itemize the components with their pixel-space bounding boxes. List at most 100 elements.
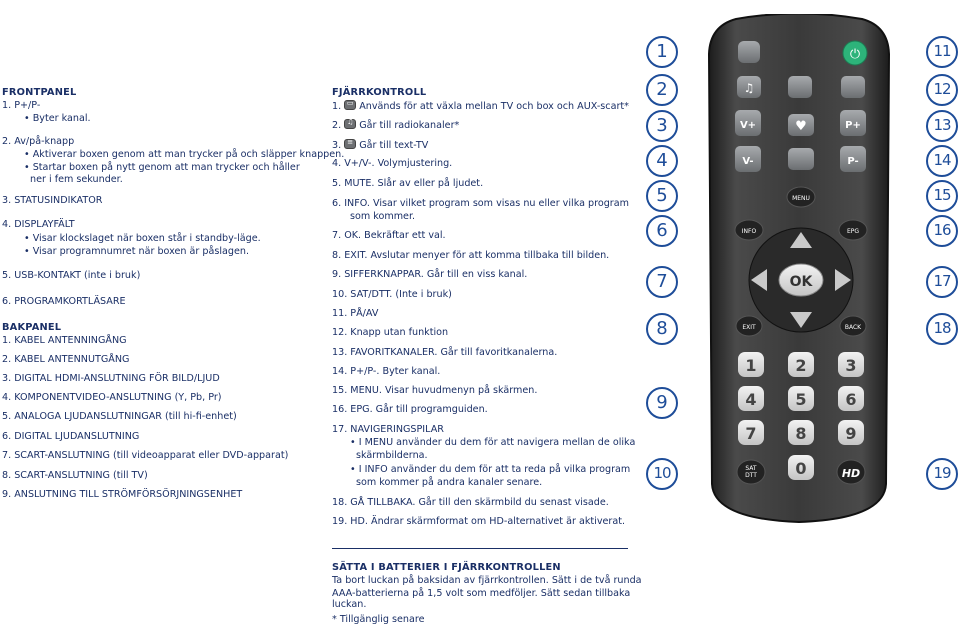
info-button <box>734 219 764 241</box>
svg-text:BACK: BACK <box>845 324 862 331</box>
ok-button <box>778 263 824 297</box>
back-item: 4. KOMPONENTVIDEO-ANSLUTNING (Y, Pb, Pr) <box>2 392 222 403</box>
svg-text:INFO: INFO <box>742 228 757 235</box>
no-function-button <box>841 76 865 98</box>
svg-text:6: 6 <box>845 390 856 409</box>
front-item-3: 3. STATUSINDIKATOR <box>2 195 103 206</box>
svg-text:EPG: EPG <box>847 228 859 235</box>
svg-text:V+: V+ <box>740 120 756 131</box>
front-item-2: 2. Av/på-knapp <box>2 136 75 147</box>
remote-item-1: 1. ▭Används för att växla mellan TV och … <box>332 99 629 112</box>
teletext-button <box>788 76 812 98</box>
callout-14: 14 <box>926 145 958 177</box>
callout-8: 8 <box>646 313 678 345</box>
svg-text:OK: OK <box>790 274 814 290</box>
nav-left-arrow <box>751 269 767 291</box>
digit-key <box>838 352 864 377</box>
section-divider <box>332 548 628 549</box>
svg-text:1: 1 <box>745 356 756 375</box>
callout-19: 19 <box>926 458 958 490</box>
digit-key <box>788 455 814 480</box>
svg-text:♫: ♫ <box>744 81 755 95</box>
svg-text:P+: P+ <box>845 120 861 131</box>
callout-1: 1 <box>646 36 678 68</box>
remote-item-9: 9. SIFFERKNAPPAR. Går till en viss kanal… <box>332 269 528 280</box>
footnote: * Tillgänglig senare <box>332 614 425 625</box>
battery-section: SÄTTA I BATTERIER I FJÄRRKONTROLLEN Ta b… <box>332 562 652 610</box>
back-item: 3. DIGITAL HDMI-ANSLUTNING FÖR BILD/LJUD <box>2 373 220 384</box>
tv-aux-icon: ▭ <box>344 99 357 110</box>
mute-button <box>788 148 814 170</box>
svg-text:P-: P- <box>847 156 858 167</box>
power-button <box>842 40 868 66</box>
remote-item-14: 14. P+/P-. Byter kanal. <box>332 366 441 377</box>
remote-item-17: 17. NAVIGERINGSPILAR <box>332 424 444 435</box>
front-item-4-bullet-1: • Visar klockslaget när boxen står i sta… <box>24 233 261 244</box>
remote-item-6: 6. INFO. Visar vilket program som visas … <box>332 198 629 209</box>
number-keypad: 1 2 3 4 5 6 7 8 9 0 <box>738 352 864 480</box>
callout-15: 15 <box>926 180 958 212</box>
remote-item-17-bullet-2-cont: som kommer på andra kanaler senare. <box>356 477 543 488</box>
svg-text:3: 3 <box>845 356 856 375</box>
back-item: 7. SCART-ANSLUTNING (till videoapparat e… <box>2 450 289 461</box>
remote-item-16: 16. EPG. Går till programguiden. <box>332 404 488 415</box>
back-item: 8. SCART-ANSLUTNING (till TV) <box>2 470 148 481</box>
battery-line-2: AAA-batterierna på 1,5 volt som medfölje… <box>332 588 631 610</box>
program-down-button <box>840 146 866 172</box>
digit-key <box>788 420 814 445</box>
back-item: 5. ANALOGA LJUDANSLUTNINGAR (till hi-fi-… <box>2 411 237 422</box>
digit-key <box>738 386 764 411</box>
item-number: 3. <box>332 140 342 151</box>
front-item-1: 1. P+/P- <box>2 100 41 111</box>
item-number: 2. <box>332 120 342 131</box>
remote-item-17-bullet-2: • I INFO använder du dem för att ta reda… <box>350 464 631 475</box>
remote-item-2-text: Går till radiokanaler* <box>359 120 460 131</box>
remote-heading: FJÄRRKONTROLL <box>332 87 427 98</box>
callout-12: 12 <box>926 74 958 106</box>
remote-item-3-text: Går till text-TV <box>359 140 429 151</box>
back-panel-heading: BAKPANEL <box>2 322 62 333</box>
digit-key <box>788 352 814 377</box>
callout-3: 3 <box>646 110 678 142</box>
teletext-icon: ≡ <box>344 138 357 149</box>
svg-text:5: 5 <box>795 390 806 409</box>
callout-17: 17 <box>926 266 958 298</box>
svg-text:9: 9 <box>845 424 856 443</box>
remote-item-15: 15. MENU. Visar huvudmenyn på skärmen. <box>332 385 538 396</box>
remote-item-4: 4. V+/V-. Volymjustering. <box>332 158 453 169</box>
remote-item-1-text: Används för att växla mellan TV och box … <box>359 101 629 112</box>
nav-down-arrow <box>790 312 812 328</box>
remote-item-12: 12. Knapp utan funktion <box>332 327 449 338</box>
volume-down-button <box>735 146 761 172</box>
volume-up-button <box>735 110 761 136</box>
hd-button <box>836 459 866 485</box>
svg-text:SAT: SAT <box>745 465 757 472</box>
svg-text:HD: HD <box>842 467 860 480</box>
nav-right-arrow <box>835 269 851 291</box>
digit-key <box>838 386 864 411</box>
remote-item-8: 8. EXIT. Avslutar menyer för att komma t… <box>332 250 610 261</box>
sat-dtt-button <box>736 459 766 485</box>
callout-9: 9 <box>646 387 678 419</box>
radio-button <box>737 76 761 98</box>
front-item-2-bullet-2-cont: ner i fem sekunder. <box>30 174 123 185</box>
front-item-4-bullet-2: • Visar programnumret när boxen är påsla… <box>24 246 250 257</box>
tv-aux-button <box>738 41 760 63</box>
callout-4: 4 <box>646 145 678 177</box>
front-panel-heading: FRONTPANEL <box>2 87 77 98</box>
digit-key <box>738 420 764 445</box>
callout-5: 5 <box>646 180 678 212</box>
front-item-4: 4. DISPLAYFÄLT <box>2 219 75 230</box>
radio-note-icon: ♫ <box>344 118 357 129</box>
back-item: 1. KABEL ANTENNINGÅNG <box>2 335 127 346</box>
svg-text:EXIT: EXIT <box>742 324 756 331</box>
front-item-2-bullet-2: • Startar boxen på nytt genom att man tr… <box>24 162 300 173</box>
svg-text:V-: V- <box>742 156 753 167</box>
back-item: 2. KABEL ANTENNUTGÅNG <box>2 354 130 365</box>
battery-line-1: Ta bort luckan på baksidan av fjärrkontr… <box>332 575 642 586</box>
callout-7: 7 <box>646 266 678 298</box>
battery-heading: SÄTTA I BATTERIER I FJÄRRKONTROLLEN <box>332 562 561 573</box>
remote-item-13: 13. FAVORITKANALER. Går till favoritkana… <box>332 347 558 358</box>
svg-text:⏻: ⏻ <box>850 47 860 62</box>
svg-text:0: 0 <box>795 459 806 478</box>
